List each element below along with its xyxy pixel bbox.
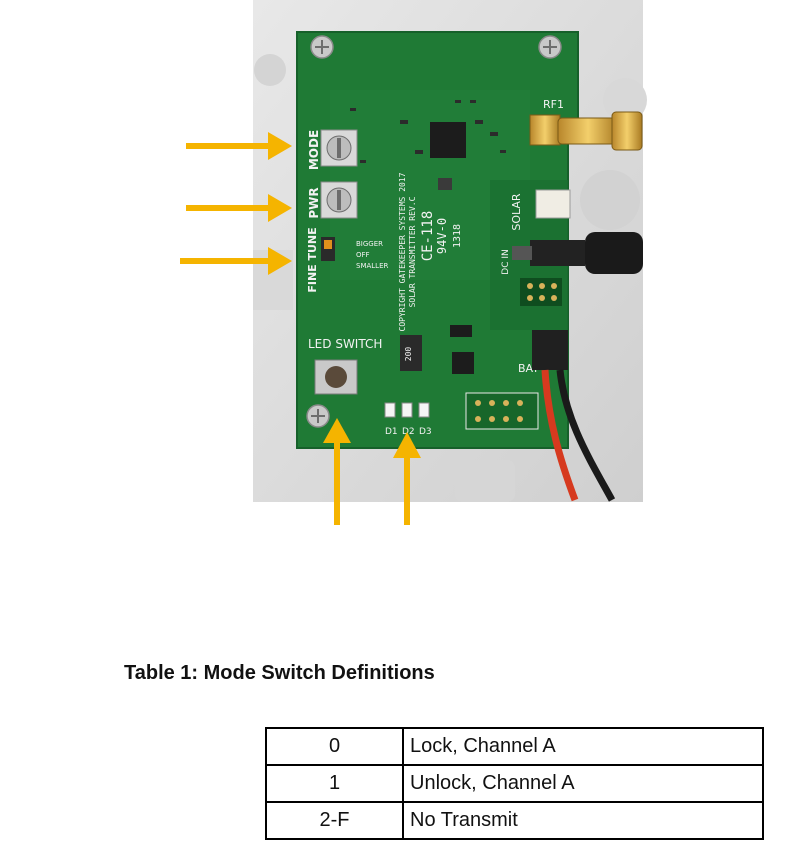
off-silk-label: OFF xyxy=(356,251,370,259)
dc-in-silk-label: DC IN xyxy=(501,249,511,274)
product-silk-label: SOLAR TRANSMITTER REV.C xyxy=(408,196,417,307)
solar-silk-label: SOLAR xyxy=(510,193,523,231)
fine-tune-slide-switch xyxy=(321,237,335,261)
rating-silk-label: 94V-0 xyxy=(435,218,449,254)
rf1-silk-label: RF1 xyxy=(543,98,564,111)
mode-code-cell: 2-F xyxy=(266,802,403,839)
regulator-chip xyxy=(452,352,474,374)
programming-header xyxy=(466,393,538,429)
d1-silk-label: D1 xyxy=(385,427,398,437)
mode-silk-label: MODE xyxy=(307,130,321,170)
date-code-silk-label: 1318 xyxy=(452,224,463,248)
table-caption: Table 1: Mode Switch Definitions xyxy=(124,662,435,685)
screw-top-right xyxy=(539,36,561,58)
dc-pads xyxy=(520,278,562,306)
table-row: 1 Unlock, Channel A xyxy=(266,765,763,802)
mcu-chip xyxy=(430,122,466,158)
table-row: 2-F No Transmit xyxy=(266,802,763,839)
circuit-board-photo: MODE PWR FINE TUNE BIGGER OFF SMALLER LE… xyxy=(0,0,794,530)
bigger-silk-label: BIGGER xyxy=(356,240,383,248)
screw-top-left xyxy=(311,36,333,58)
led-switch-silk-label: LED SWITCH xyxy=(308,337,382,351)
status-leds xyxy=(385,403,429,417)
pwr-rotary-switch xyxy=(321,182,357,218)
mode-description-cell: Lock, Channel A xyxy=(403,728,763,765)
fine-tune-silk-label: FINE TUNE xyxy=(306,227,319,292)
solar-connector xyxy=(536,190,570,218)
mode-switch-table: 0 Lock, Channel A 1 Unlock, Channel A 2-… xyxy=(265,727,764,840)
copyright-silk-label: COPYRIGHT GATEKEEPER SYSTEMS 2017 xyxy=(398,172,407,331)
mode-description-cell: No Transmit xyxy=(403,802,763,839)
screw-bottom-left xyxy=(307,405,329,427)
mode-rotary-switch xyxy=(321,130,357,166)
mode-code-cell: 0 xyxy=(266,728,403,765)
mode-description-cell: Unlock, Channel A xyxy=(403,765,763,802)
led-switch-button xyxy=(315,360,357,394)
inductor-label: 200 xyxy=(404,347,413,362)
smaller-silk-label: SMALLER xyxy=(356,262,388,270)
rf-sma-connector xyxy=(530,112,642,150)
pwr-silk-label: PWR xyxy=(307,187,321,218)
mode-code-cell: 1 xyxy=(266,765,403,802)
table-row: 0 Lock, Channel A xyxy=(266,728,763,765)
ce-silk-label: CE-118 xyxy=(420,211,436,262)
board-illustration: MODE PWR FINE TUNE BIGGER OFF SMALLER LE… xyxy=(0,0,794,530)
d3-silk-label: D3 xyxy=(419,427,432,437)
